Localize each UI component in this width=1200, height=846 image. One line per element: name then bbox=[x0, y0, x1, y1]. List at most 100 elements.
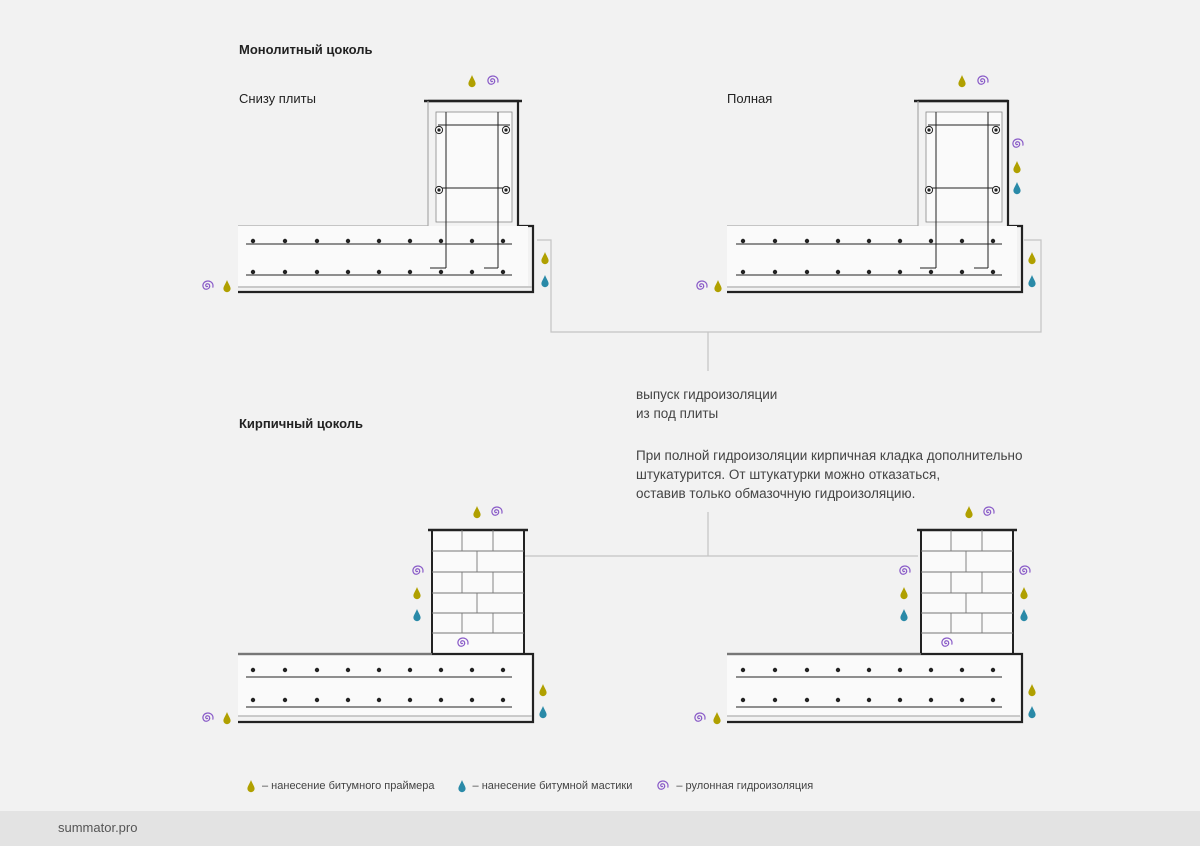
rebar-dot bbox=[500, 697, 506, 703]
rebar-dot bbox=[835, 238, 841, 244]
connector-lines bbox=[525, 239, 1042, 557]
rebar-dot bbox=[866, 238, 872, 244]
roll-spiral-icon bbox=[696, 280, 708, 290]
rebar-dot bbox=[866, 697, 872, 703]
rebar-dot bbox=[772, 238, 778, 244]
brick-full-diagram bbox=[727, 528, 1024, 724]
rebar-dot bbox=[438, 667, 444, 673]
mastic-drop-icon bbox=[541, 275, 549, 288]
primer-drop-icon bbox=[1020, 587, 1028, 600]
primer-drop-icon bbox=[965, 506, 973, 519]
plaster-note-line: оставив только обмазочную гидроизоляцию. bbox=[636, 486, 916, 501]
release-note-line: из под плиты bbox=[636, 406, 719, 421]
legend-item-primer: – нанесение битумного праймера bbox=[246, 779, 435, 793]
rebar-dot bbox=[250, 667, 256, 673]
rebar-dot bbox=[928, 238, 934, 244]
rebar-dot bbox=[469, 697, 475, 703]
primer-drop-icon bbox=[1028, 684, 1036, 697]
rebar-dot bbox=[866, 667, 872, 673]
heading-monolithic: Монолитный цоколь bbox=[239, 42, 373, 57]
rebar-dot bbox=[772, 269, 778, 275]
roll-spiral-icon bbox=[657, 780, 669, 790]
rebar-dot bbox=[469, 238, 475, 244]
rebar-dot bbox=[500, 238, 506, 244]
rebar-dot bbox=[314, 269, 320, 275]
mastic-drop-icon bbox=[1020, 609, 1028, 622]
legend-roll-label: – рулонная гидроизоляция bbox=[676, 780, 814, 792]
primer-drop-icon bbox=[900, 587, 908, 600]
rebar-dot bbox=[772, 697, 778, 703]
rebar-dot bbox=[282, 269, 288, 275]
rebar-dot bbox=[804, 697, 810, 703]
primer-drop-icon bbox=[468, 75, 476, 88]
rebar-dot bbox=[345, 697, 351, 703]
monolithic-full-diagram bbox=[727, 99, 1024, 294]
roll-spiral-icon bbox=[1019, 565, 1031, 575]
rebar-dot bbox=[897, 269, 903, 275]
rebar-dot bbox=[928, 667, 934, 673]
roll-spiral-icon bbox=[899, 565, 911, 575]
rebar-ring bbox=[924, 125, 934, 135]
rebar-dot bbox=[376, 667, 382, 673]
monolithic-bottom-diagram bbox=[238, 99, 535, 294]
rebar-dot bbox=[407, 667, 413, 673]
legend-mastic-label: – нанесение битумной мастики bbox=[472, 780, 633, 792]
rebar-ring bbox=[501, 185, 511, 195]
rebar-ring bbox=[501, 125, 511, 135]
mastic-drop-icon bbox=[457, 780, 466, 793]
primer-drop-icon bbox=[713, 712, 721, 725]
mastic-drop-icon bbox=[1028, 275, 1036, 288]
mastic-drop-icon bbox=[900, 609, 908, 622]
rebar-dot bbox=[959, 667, 965, 673]
rebar-dot bbox=[835, 667, 841, 673]
legend-item-roll: – рулонная гидроизоляция bbox=[654, 779, 813, 793]
rebar-dot bbox=[804, 269, 810, 275]
rebar-dot bbox=[835, 269, 841, 275]
mastic-drop-icon bbox=[1013, 182, 1021, 195]
rebar-dot bbox=[282, 667, 288, 673]
rebar-dot bbox=[740, 667, 746, 673]
rebar-dot bbox=[250, 697, 256, 703]
roll-spiral-icon bbox=[491, 506, 503, 516]
roll-spiral-icon bbox=[202, 280, 214, 290]
rebar-dot bbox=[282, 697, 288, 703]
roll-spiral-icon bbox=[1012, 138, 1024, 148]
plaster-note: При полной гидроизоляции кирпичная кладк… bbox=[636, 446, 1022, 503]
rebar-dot bbox=[928, 269, 934, 275]
rebar-dot bbox=[990, 238, 996, 244]
primer-drop-icon bbox=[473, 506, 481, 519]
roll-spiral-icon bbox=[694, 712, 706, 722]
rebar-ring bbox=[991, 125, 1001, 135]
primer-drop-icon bbox=[958, 75, 966, 88]
rebar-dot bbox=[376, 238, 382, 244]
rebar-dot bbox=[959, 269, 965, 275]
primer-drop-icon bbox=[714, 280, 722, 293]
rebar-dot bbox=[407, 697, 413, 703]
primer-drop-icon bbox=[223, 280, 231, 293]
roll-spiral-icon bbox=[983, 506, 995, 516]
inner-outline bbox=[238, 101, 429, 227]
rebar-dot bbox=[500, 667, 506, 673]
waterproofing-markers bbox=[202, 75, 1036, 725]
release-note-line: выпуск гидроизоляции bbox=[636, 387, 778, 402]
rebar-dot bbox=[835, 697, 841, 703]
plaster-note-line: При полной гидроизоляции кирпичная кладк… bbox=[636, 448, 1023, 463]
brick-bottom-diagram bbox=[238, 528, 535, 724]
rebar-rings bbox=[434, 125, 1001, 195]
primer-drop-icon bbox=[223, 712, 231, 725]
rebar-dot bbox=[407, 238, 413, 244]
inner-outline bbox=[727, 101, 919, 227]
rebar-dot bbox=[469, 667, 475, 673]
primer-drop-icon bbox=[541, 252, 549, 265]
rebar-dot bbox=[990, 697, 996, 703]
rebar-dot bbox=[897, 697, 903, 703]
primer-drop-icon bbox=[1028, 252, 1036, 265]
rebar-dot bbox=[250, 269, 256, 275]
rebar-dot bbox=[438, 238, 444, 244]
rebar-dot bbox=[345, 269, 351, 275]
rebar-dot bbox=[345, 667, 351, 673]
rebar-dot bbox=[250, 238, 256, 244]
mastic-drop-icon bbox=[539, 706, 547, 719]
rebar-dot bbox=[469, 269, 475, 275]
legend-item-mastic: – нанесение битумной мастики bbox=[457, 779, 633, 793]
